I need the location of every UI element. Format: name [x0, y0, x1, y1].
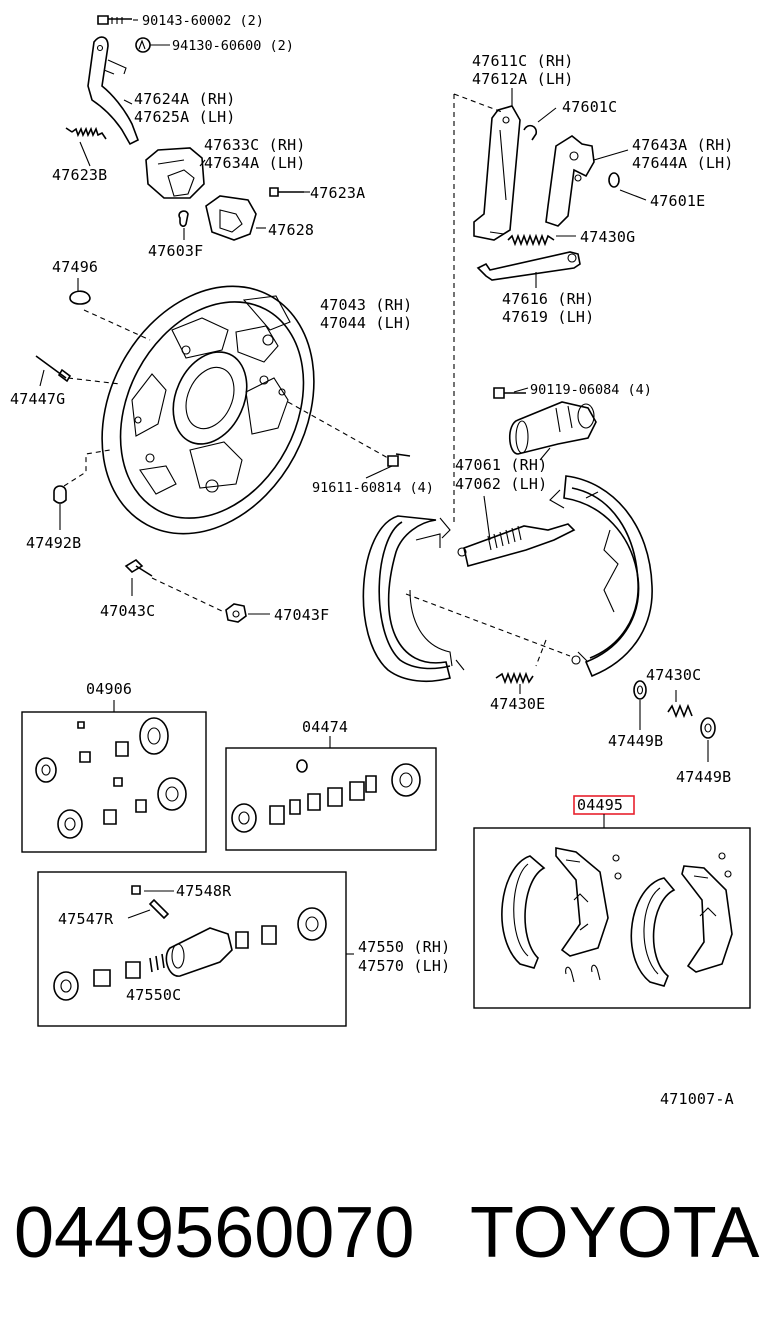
bolt-90119 — [493, 387, 526, 399]
label-47430e: 47430E — [490, 695, 545, 713]
label-47634a: 47634A (LH) — [204, 154, 306, 172]
label-47624a: 47624A (RH) — [134, 90, 236, 108]
label-47550c: 47550C — [126, 986, 181, 1004]
label-47449b-1: 47449B — [608, 732, 663, 750]
label-47616: 47616 (RH) — [502, 290, 594, 308]
strut-47616 — [476, 251, 581, 281]
kit-box-04906 — [21, 711, 207, 853]
backing-plate-47043 — [101, 285, 315, 535]
kit-box-47550 — [37, 871, 347, 1027]
label-91611: 91611-60814 (4) — [312, 480, 434, 496]
brake-shoe-right — [549, 475, 653, 678]
label-47492b: 47492B — [26, 534, 81, 552]
stud-47043c — [124, 558, 153, 577]
label-47430c: 47430C — [646, 666, 701, 684]
brand-name: TOYOTA — [470, 1193, 760, 1273]
wheel-cylinder — [508, 401, 597, 455]
label-04495: 04495 — [577, 796, 623, 814]
clip-47603f — [178, 210, 189, 227]
kit-box-04495 — [473, 827, 751, 1009]
pin-47447g — [35, 355, 72, 383]
label-47612a: 47612A (LH) — [472, 70, 574, 88]
label-47570: 47570 (LH) — [358, 957, 450, 975]
label-04906: 04906 — [86, 680, 132, 698]
plug-47496 — [69, 290, 91, 305]
lever-47611c — [473, 105, 521, 241]
label-47043f: 47043F — [274, 606, 329, 624]
plug-47492b — [53, 485, 67, 504]
spring-47430g — [507, 233, 555, 247]
label-47601e: 47601E — [650, 192, 705, 210]
spring-47430c — [667, 703, 693, 719]
kit-box-04474 — [225, 747, 437, 851]
label-47447g: 47447G — [10, 390, 65, 408]
label-47644a: 47644A (LH) — [632, 154, 734, 172]
label-47043c: 47043C — [100, 602, 155, 620]
bolt-90143 — [97, 15, 132, 25]
washer-47449b-2 — [700, 717, 716, 739]
label-04474: 04474 — [302, 718, 348, 736]
label-47623b: 47623B — [52, 166, 107, 184]
bracket-47633c — [145, 147, 205, 199]
label-47601c: 47601C — [562, 98, 617, 116]
part-number: 0449560070 — [14, 1193, 415, 1273]
label-47611c: 47611C (RH) — [472, 52, 574, 70]
label-47625a: 47625A (LH) — [134, 108, 236, 126]
label-47044: 47044 (LH) — [320, 314, 412, 332]
washer-47601e — [608, 172, 620, 188]
label-47550: 47550 (RH) — [358, 938, 450, 956]
spring-47430e — [495, 671, 534, 685]
bolt-91611 — [387, 453, 411, 467]
label-47430g: 47430G — [580, 228, 635, 246]
bolt-47623a — [269, 187, 304, 197]
wheel-cylinder-47550-parts — [53, 885, 327, 1001]
label-47603f: 47603F — [148, 242, 203, 260]
label-90119: 90119-06084 (4) — [530, 382, 652, 398]
label-94130: 94130-60600 (2) — [172, 38, 294, 54]
label-47061: 47061 (RH) — [455, 456, 547, 474]
label-47548r: 47548R — [176, 882, 232, 900]
washer-47449b-1 — [633, 680, 647, 700]
kit-04906-parts — [35, 717, 187, 839]
label-47623a: 47623A — [310, 184, 365, 202]
kit-04495-shoes — [501, 847, 733, 987]
nut-94130 — [135, 37, 151, 53]
nut-47043f — [225, 603, 247, 623]
label-47643a: 47643A (RH) — [632, 136, 734, 154]
lever-47624a — [87, 36, 140, 146]
label-47628: 47628 — [268, 221, 314, 239]
label-47062: 47062 (LH) — [455, 475, 547, 493]
label-47043: 47043 (RH) — [320, 296, 412, 314]
label-47496: 47496 — [52, 258, 98, 276]
kit-04474-parts — [231, 759, 421, 833]
label-90143: 90143-60002 (2) — [142, 13, 264, 29]
adjuster-47061 — [457, 523, 576, 567]
label-47449b-2: 47449B — [676, 768, 731, 786]
label-diagram-ref: 471007-A — [660, 1090, 734, 1108]
label-47633c: 47633C (RH) — [204, 136, 306, 154]
label-47619: 47619 (LH) — [502, 308, 594, 326]
spring-47623b — [65, 126, 107, 140]
brake-shoe-left — [362, 515, 465, 683]
label-47547r: 47547R — [58, 910, 114, 928]
clip-47601c — [523, 124, 538, 141]
lever-47643a — [545, 135, 595, 227]
bracket-47628 — [205, 195, 257, 241]
